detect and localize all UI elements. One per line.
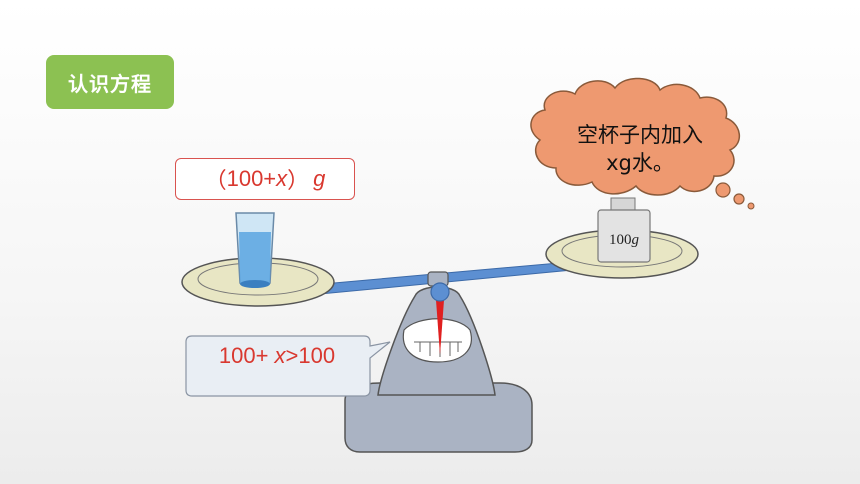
label-close-paren: ） [287,168,310,193]
weight-label: 100g [598,232,650,249]
glass-of-water-icon [235,212,275,288]
label-constant: 100+ [226,166,277,191]
label-open-paren: （ [204,168,227,193]
section-badge: 认识方程 [46,55,174,109]
weight-unit: g [631,232,640,248]
weight-value: 100 [609,232,632,248]
balance-scale-icon [344,271,533,453]
weight-icon [597,197,651,263]
label-variable: x [276,166,288,191]
label-unit: g [313,166,326,191]
inequality-variable: x [274,343,286,368]
thought-bubble-line-1: 空杯子内加入 [577,123,703,147]
thought-bubble-text: 空杯子内加入 xg水。 [545,121,735,177]
thought-bubble-line-2: xg水。 [606,151,674,175]
inequality-constant: 100+ [218,343,275,368]
speech-bubble-icon [185,335,391,397]
thought-bubble-icon [530,77,755,210]
left-pan-label: （ 100+ x ） g [175,158,355,200]
inequality-rest: >100 [285,343,336,368]
inequality-text: 100+ x>100 [188,343,366,369]
